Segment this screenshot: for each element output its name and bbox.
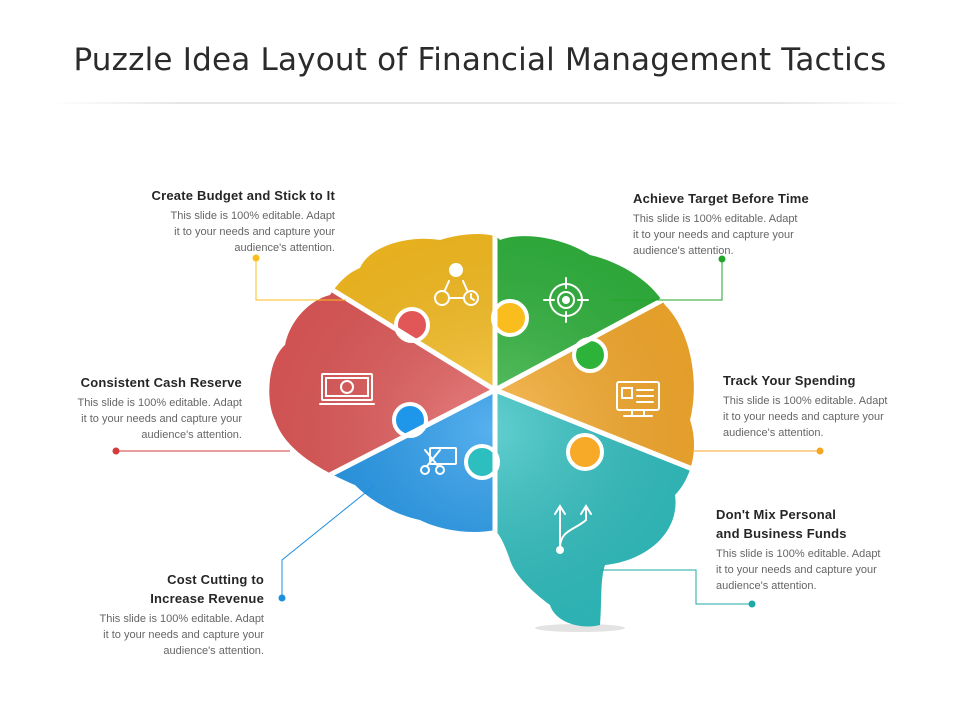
item-heading: Track Your Spending — [723, 373, 856, 388]
target-crosshair-icon — [543, 277, 589, 323]
item-achieve-target: Achieve Target Before Time This slide is… — [633, 189, 863, 259]
item-cash-reserve: Consistent Cash Reserve This slide is 10… — [20, 373, 243, 443]
stem-shadow — [535, 624, 625, 632]
connector-cost-cutting — [281, 484, 376, 598]
connector-achieve-target — [610, 259, 723, 301]
banknote-icon — [319, 373, 375, 405]
title-divider — [50, 102, 910, 104]
monitor-checklist-icon — [616, 381, 660, 417]
item-description: This slide is 100% editable. Adapt it to… — [170, 210, 336, 254]
item-description: This slide is 100% editable. Adapt it to… — [716, 548, 881, 592]
page-title: Puzzle Idea Layout of Financial Manageme… — [73, 42, 887, 78]
connector-dont-mix-funds — [600, 569, 752, 605]
scissors-money-icon — [420, 447, 457, 475]
budget-cycle-icon — [434, 263, 479, 306]
item-description: This slide is 100% editable. Adapt it to… — [723, 395, 888, 439]
dot-create-budget — [252, 254, 260, 262]
item-dont-mix-funds: Don't Mix Personal and Business Funds Th… — [716, 505, 936, 594]
knob-teal-blue — [464, 444, 500, 480]
knob-yellow-green — [491, 299, 529, 337]
item-description: This slide is 100% editable. Adapt it to… — [77, 397, 243, 441]
item-heading: Don't Mix Personal and Business Funds — [716, 507, 847, 541]
dot-track-spending — [816, 447, 824, 455]
item-create-budget: Create Budget and Stick to It This slide… — [100, 186, 336, 256]
split-arrows-icon — [554, 504, 592, 554]
dot-achieve-target — [718, 255, 726, 263]
item-heading: Cost Cutting to Increase Revenue — [150, 572, 264, 606]
dot-cost-cutting — [278, 594, 286, 602]
connector-create-budget — [255, 258, 346, 301]
dot-cash-reserve — [112, 447, 120, 455]
item-description: This slide is 100% editable. Adapt it to… — [633, 213, 798, 257]
item-heading: Consistent Cash Reserve — [80, 375, 242, 390]
item-track-spending: Track Your Spending This slide is 100% e… — [723, 371, 943, 441]
brain-segments — [269, 234, 695, 627]
item-cost-cutting: Cost Cutting to Increase Revenue This sl… — [40, 570, 265, 659]
item-heading: Create Budget and Stick to It — [151, 188, 335, 203]
dot-dont-mix-funds — [748, 600, 756, 608]
item-description: This slide is 100% editable. Adapt it to… — [99, 613, 265, 657]
knob-orange-teal — [566, 433, 604, 471]
item-heading: Achieve Target Before Time — [633, 191, 809, 206]
